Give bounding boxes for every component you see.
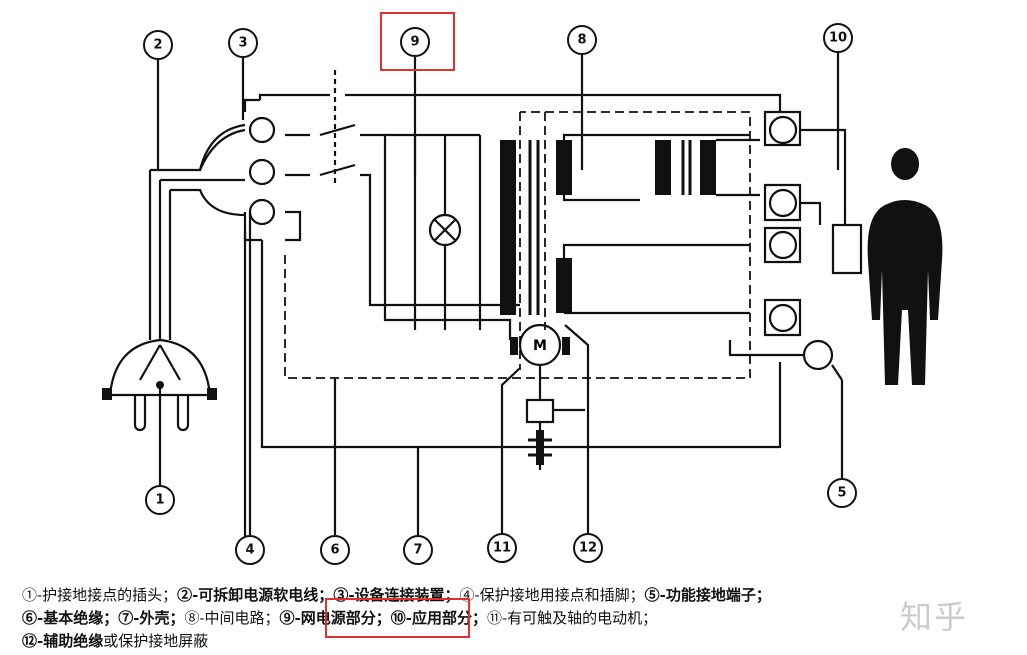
legend-1: ①-护接地接点的插头； [22, 586, 178, 604]
svg-text:4: 4 [245, 543, 254, 558]
callout-9: 9 [400, 27, 430, 57]
callout-10: 10 [823, 23, 853, 53]
callout-5: 5 [827, 478, 857, 508]
human-figure [867, 148, 943, 385]
legend-4: ④-保护接地用接点和插脚； [459, 586, 645, 604]
plug-icon [102, 170, 217, 470]
legend-7: ⑦-外壳； [118, 609, 185, 627]
svg-text:10: 10 [829, 31, 847, 46]
callout-1: 1 [145, 485, 175, 515]
applied-part-terminals [763, 110, 863, 337]
svg-text:M: M [533, 338, 547, 354]
svg-text:9: 9 [410, 35, 419, 50]
legend-6: ⑥-基本绝缘； [22, 609, 119, 627]
watermark: 知乎 [900, 598, 969, 636]
callout-3: 3 [228, 28, 258, 58]
svg-text:2: 2 [153, 38, 162, 53]
legend-11: ⑪-有可触及轴的电动机； [487, 609, 658, 627]
callout-6: 6 [320, 535, 350, 565]
legend-10: ⑩-应用部分； [390, 609, 488, 627]
callout-2: 2 [143, 30, 173, 60]
svg-text:11: 11 [493, 541, 511, 556]
legend-8: ⑧-中间电路； [184, 609, 280, 627]
callout-12: 12 [573, 533, 603, 563]
svg-text:3: 3 [238, 36, 247, 51]
svg-text:5: 5 [837, 486, 846, 501]
svg-text:12: 12 [579, 541, 597, 556]
legend-9: ⑨-网电源部分； [279, 609, 391, 627]
motor-icon: M [510, 323, 585, 470]
svg-text:6: 6 [330, 543, 339, 558]
legend-12: ⑫-辅助绝缘 [22, 632, 104, 650]
callout-11: 11 [487, 533, 517, 563]
svg-text:8: 8 [577, 33, 586, 48]
callout-4: 4 [235, 535, 265, 565]
legend-12-cont: 或保护接地屏蔽 [103, 632, 209, 650]
callout-8: 8 [567, 25, 597, 55]
legend-5: ⑤-功能接地端子； [644, 586, 771, 604]
svg-text:1: 1 [155, 493, 164, 508]
highlight-box-legend-9 [325, 598, 470, 638]
legend-2: ②-可拆卸电源软电线； [177, 586, 334, 604]
caption-line-2: ⑥-基本绝缘；⑦-外壳；⑧-中间电路；⑨-网电源部分；⑩-应用部分；⑪-有可触及… [22, 607, 657, 628]
svg-text:7: 7 [413, 543, 422, 558]
highlight-box-callout-9 [380, 12, 455, 71]
caption-line-3: ⑫-辅助绝缘或保护接地屏蔽 [22, 630, 208, 651]
callout-7: 7 [403, 535, 433, 565]
